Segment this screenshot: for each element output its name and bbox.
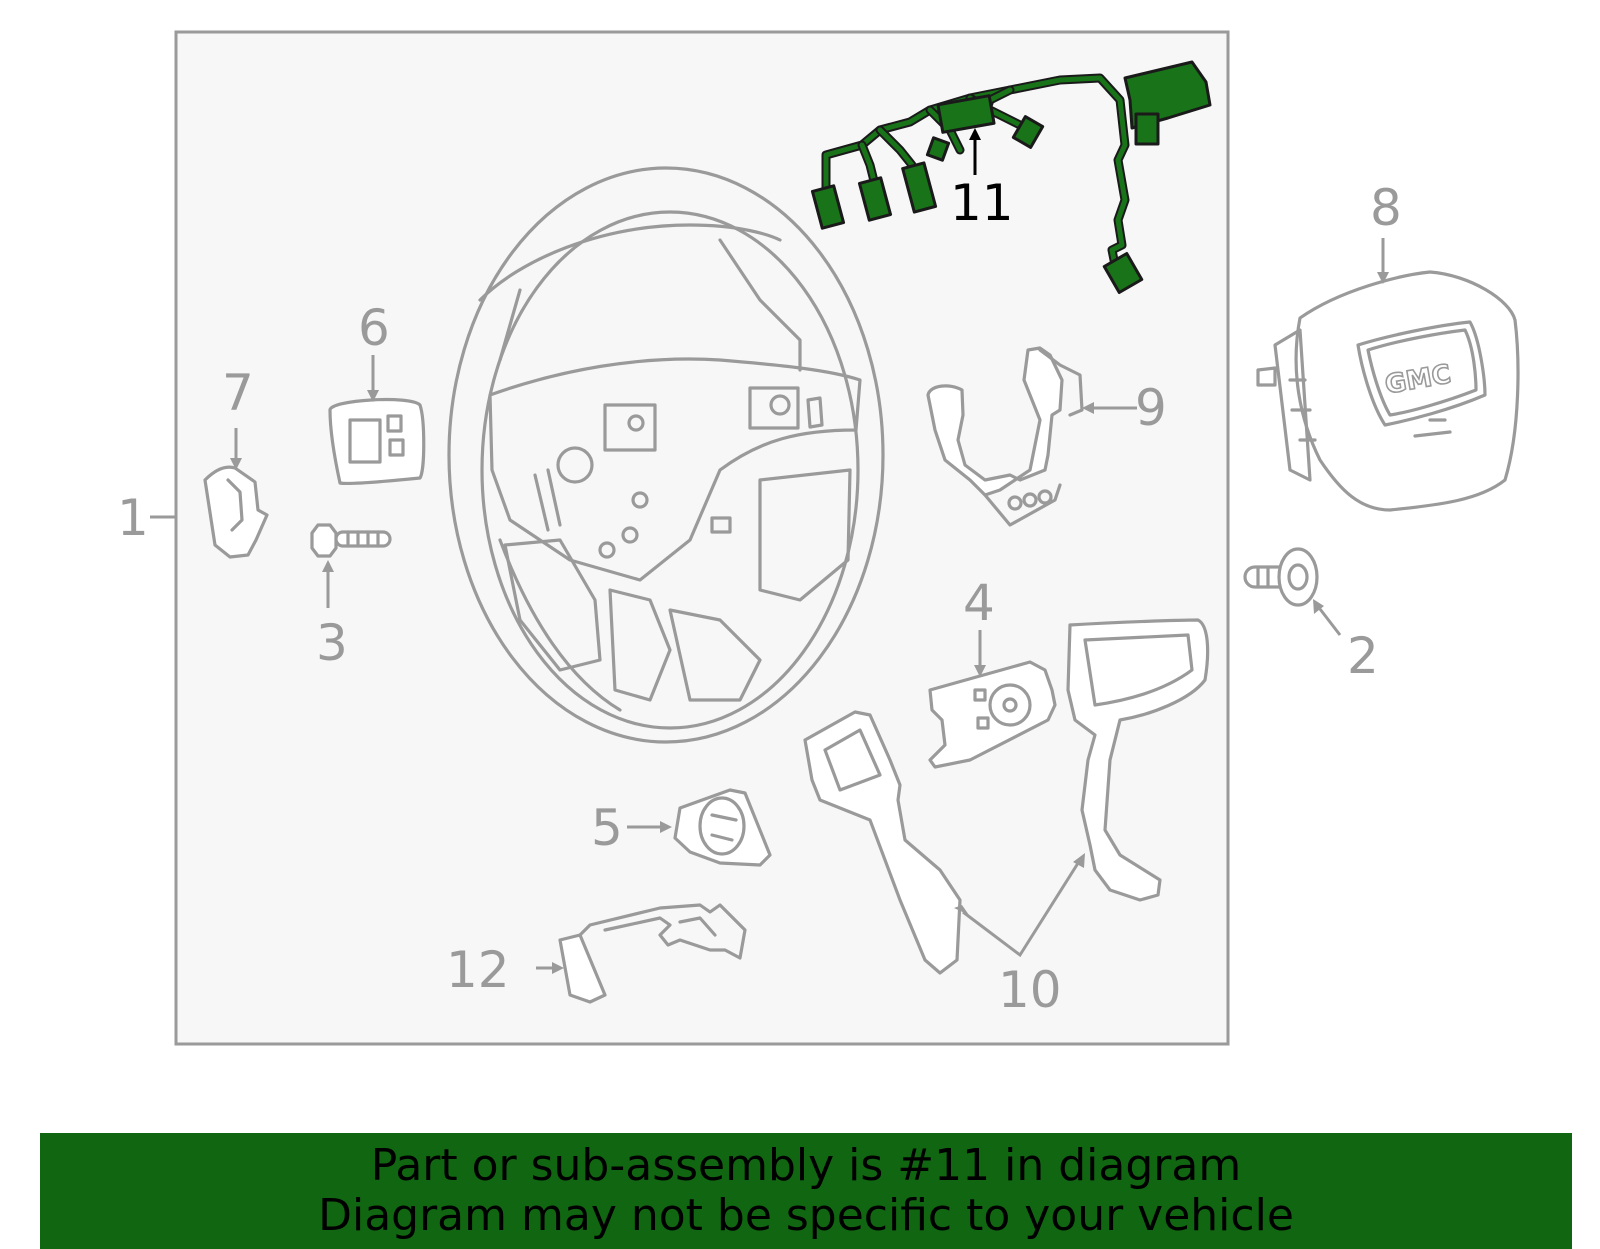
callout-5: 5 [591, 799, 623, 857]
switch-panel-part-6 [328, 397, 426, 486]
callout-1: 1 [117, 489, 149, 547]
switch-part-5 [673, 788, 772, 867]
callout-10: 10 [998, 961, 1062, 1019]
steering-wheel [447, 166, 885, 744]
airbag-module-part-8: GMC [1256, 270, 1520, 512]
banner-line-2: Diagram may not be specific to your vehi… [318, 1190, 1294, 1241]
clip-part-7 [203, 465, 269, 559]
wiring-harness-part-11 [810, 60, 1212, 294]
control-switch-part-4 [928, 660, 1057, 769]
banner-line-1: Part or sub-assembly is #11 in diagram [370, 1140, 1242, 1191]
leader-lines [150, 128, 1389, 974]
shift-switch-part-9 [926, 346, 1084, 527]
callout-6: 6 [358, 299, 390, 357]
callout-3: 3 [316, 614, 348, 672]
harness-part-12 [558, 903, 747, 1004]
callout-7: 7 [222, 364, 254, 422]
info-banner: Part or sub-assembly is #11 in diagram D… [40, 1133, 1572, 1249]
callout-9: 9 [1135, 379, 1167, 437]
callout-4: 4 [963, 574, 995, 632]
bolt-part-3 [310, 523, 392, 558]
screw-part-2 [1243, 547, 1319, 607]
callout-11: 11 [950, 174, 1014, 232]
callout-2: 2 [1347, 627, 1379, 685]
callout-12: 12 [446, 941, 510, 999]
callout-8: 8 [1370, 179, 1402, 237]
paddle-part-10 [803, 618, 1210, 975]
